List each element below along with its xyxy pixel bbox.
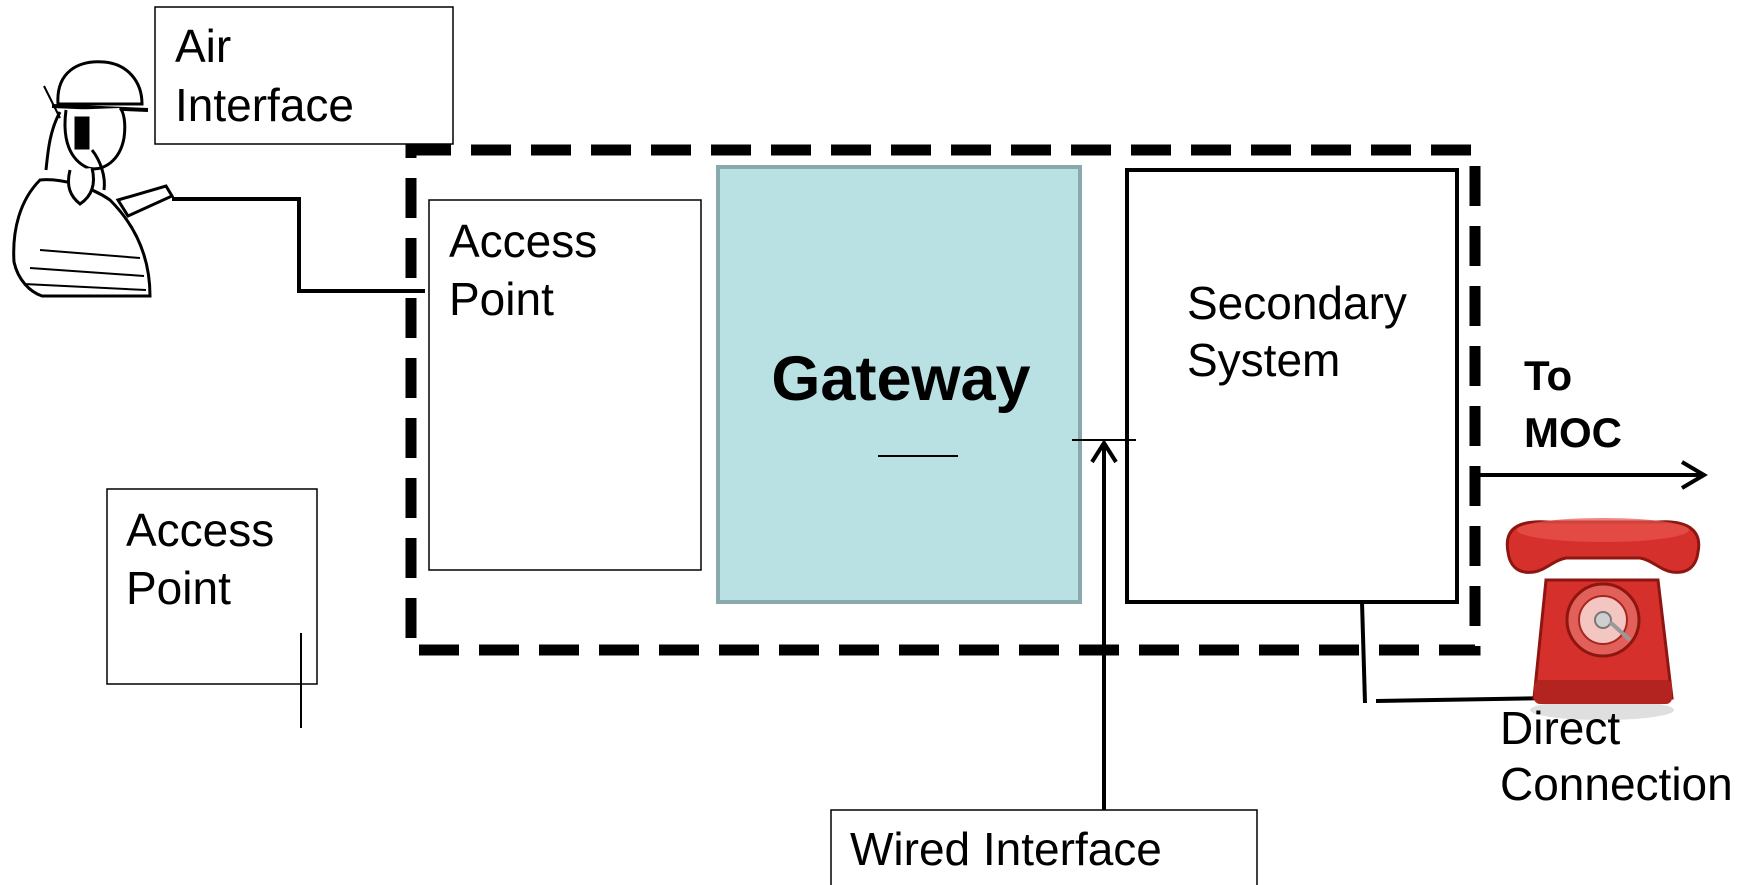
- air-link-line: [172, 197, 425, 293]
- access-point-outer-label: Access Point: [126, 504, 287, 614]
- direct-connection-line: [1360, 601, 1367, 704]
- worker-on-phone-icon: [12, 60, 175, 298]
- wired-interface-box: [830, 809, 1258, 885]
- access-point-outer-box: [106, 488, 318, 685]
- air-interface-box: [154, 6, 454, 145]
- to-moc-label: To MOC: [1524, 352, 1622, 456]
- air-interface-label: Air Interface: [175, 20, 354, 131]
- gateway-label: Gateway: [771, 344, 1030, 414]
- wired-interface-label: Wired Interface: [850, 823, 1162, 875]
- gateway-box: [716, 165, 1082, 604]
- secondary-system-box: [1125, 168, 1459, 604]
- access-point-inner-label: Access Point: [449, 215, 610, 325]
- direct-connection-label: Direct Connection: [1500, 702, 1733, 810]
- wired-link-arrowhead: [1090, 439, 1118, 464]
- access-point-inner-box: [428, 199, 702, 571]
- secondary-system-label: Secondary System: [1187, 277, 1420, 386]
- direct-connection-link: [1375, 696, 1553, 703]
- to-moc-arrowhead: [1680, 460, 1708, 490]
- red-telephone-icon: [1505, 518, 1701, 720]
